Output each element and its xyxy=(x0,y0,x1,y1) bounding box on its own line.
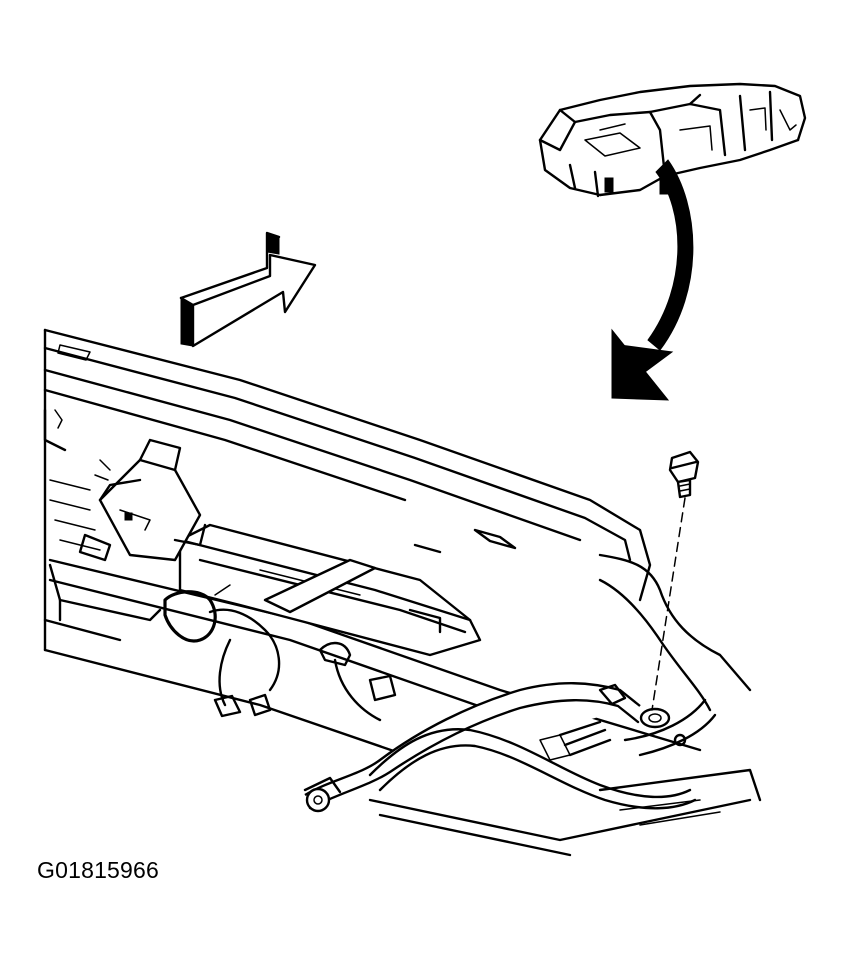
bolt-icon xyxy=(668,450,700,499)
vehicle-body-locator-icon xyxy=(538,82,807,198)
control-module xyxy=(178,523,482,657)
bumper-assembly xyxy=(43,328,762,857)
wiring-harness xyxy=(163,590,697,813)
ground-point xyxy=(623,698,717,757)
figure-code-label: G01815966 xyxy=(37,857,160,883)
install-guide-line xyxy=(651,497,686,711)
curved-callout-arrow-icon xyxy=(611,159,694,401)
front-direction-arrow-icon xyxy=(179,231,317,348)
mounting-bracket xyxy=(78,438,207,562)
